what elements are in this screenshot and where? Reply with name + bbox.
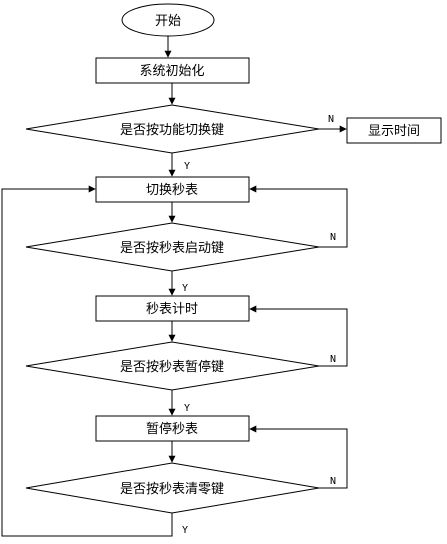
label-no-pause: N [330, 354, 336, 365]
timing-label: 秒表计时 [146, 302, 198, 317]
label-yes-clear: Y [182, 525, 188, 536]
init-label: 系统初始化 [139, 64, 204, 79]
decision-pause-label: 是否按秒表暂停键 [120, 359, 224, 375]
show-time-label: 显示时间 [368, 124, 420, 139]
pause-box [95, 415, 250, 442]
switch-stopwatch-label: 切换秒表 [146, 183, 198, 198]
timing-box [95, 295, 250, 322]
edge-start-no-loop [249, 185, 348, 248]
decision-clear-label: 是否按秒表清零键 [120, 482, 224, 497]
label-no-start: N [330, 232, 336, 243]
show-time-box [346, 117, 442, 144]
edge-clear-yes-loop [1, 185, 173, 537]
edge-pause-no-loop [249, 305, 348, 367]
label-yes-pause: Y [184, 403, 190, 414]
edge-clear-no-loop [249, 425, 348, 489]
pause-label: 暂停秒表 [146, 421, 198, 437]
init-box [95, 57, 250, 84]
label-yes-start: Y [182, 283, 188, 294]
start-label: 开始 [155, 14, 181, 29]
decision-function-label: 是否按功能切换键 [120, 123, 224, 138]
label-no-function: N [328, 114, 334, 125]
decision-start-label: 是否按秒表启动键 [120, 241, 224, 256]
label-yes-function: Y [184, 161, 190, 172]
label-no-clear: N [330, 476, 336, 487]
